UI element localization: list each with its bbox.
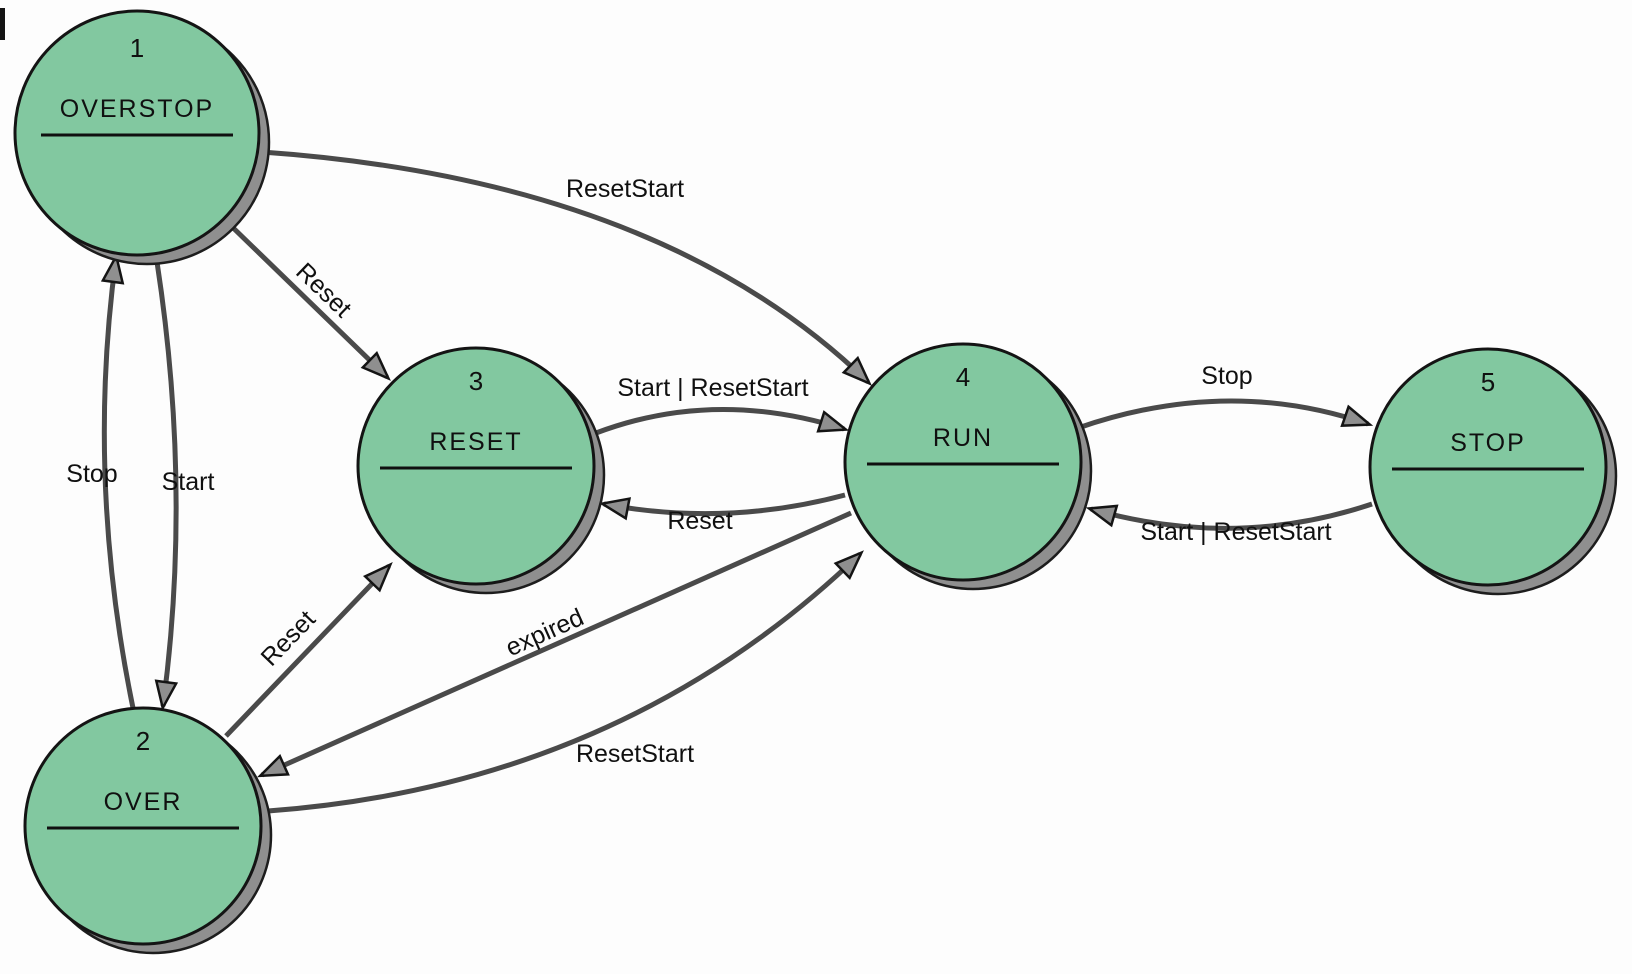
- state-name: RESET: [429, 428, 522, 456]
- state-name: OVERSTOP: [60, 95, 214, 123]
- state-number: 4: [956, 362, 970, 392]
- screen-edge-artifact: [0, 8, 5, 40]
- state-circle: [23, 706, 263, 946]
- transition-reset-to-run: Start | ResetStart: [595, 374, 850, 436]
- state-name: STOP: [1450, 429, 1526, 457]
- transition-label: Reset: [255, 605, 321, 671]
- state-name: OVER: [104, 788, 183, 816]
- state-circle: [13, 9, 261, 257]
- transition-arrow-resetstart-top: [261, 149, 872, 386]
- transition-label: Start | ResetStart: [1140, 518, 1331, 546]
- state-name: RUN: [933, 424, 993, 452]
- state-number: 5: [1481, 367, 1495, 397]
- transition-label: Reset: [667, 507, 732, 535]
- transition-arrow-reset-lower-diagonal: [224, 562, 393, 738]
- transition-arrow-reset-back: [598, 492, 846, 521]
- transition-label: ResetStart: [566, 175, 684, 203]
- transition-arrow-expired: [256, 510, 853, 778]
- transition-label: Start: [162, 468, 215, 496]
- state-node-stop: 5 STOP: [1368, 347, 1618, 596]
- state-number: 2: [136, 726, 150, 756]
- state-number: 1: [130, 33, 144, 63]
- transition-label: Start | ResetStart: [617, 374, 808, 402]
- transition-over-to-overstop: Stop: [66, 252, 136, 709]
- transition-label: ResetStart: [576, 740, 694, 768]
- transition-label: Stop: [66, 460, 117, 488]
- transition-run-to-stop: Stop: [1077, 362, 1374, 431]
- transition-over-to-reset: Reset: [224, 562, 393, 738]
- transition-arrow-start-down: [154, 261, 179, 712]
- transition-stop-to-run: Start | ResetStart: [1085, 501, 1373, 546]
- transition-label: expired: [502, 603, 588, 662]
- state-node-reset: 3 RESET: [356, 346, 606, 595]
- state-node-over: 2 OVER: [23, 706, 273, 955]
- transition-arrow-stop-up: [100, 252, 136, 709]
- transition-arrow-start-resetstart-back: [1085, 501, 1373, 531]
- state-circle: [843, 342, 1083, 582]
- transition-arrow-stop-right: [1077, 398, 1374, 431]
- transition-arrow-resetstart-bottom: [267, 550, 864, 814]
- transition-arrow-reset-diagonal: [222, 217, 391, 381]
- state-circle: [356, 346, 596, 586]
- transition-overstop-to-reset: Reset: [222, 217, 391, 381]
- state-circle: [1368, 347, 1608, 587]
- transition-overstop-to-run: ResetStart: [261, 149, 872, 386]
- transition-arrow-start-resetstart: [595, 406, 850, 436]
- transition-overstop-to-over: Start: [154, 261, 215, 712]
- transition-run-to-reset: Reset: [598, 492, 846, 535]
- transition-over-to-run: ResetStart: [267, 550, 864, 814]
- state-number: 3: [469, 366, 483, 396]
- transition-label: Stop: [1201, 362, 1252, 390]
- state-node-overstop: 1 OVERSTOP: [13, 9, 271, 266]
- state-node-run: 4 RUN: [843, 342, 1093, 591]
